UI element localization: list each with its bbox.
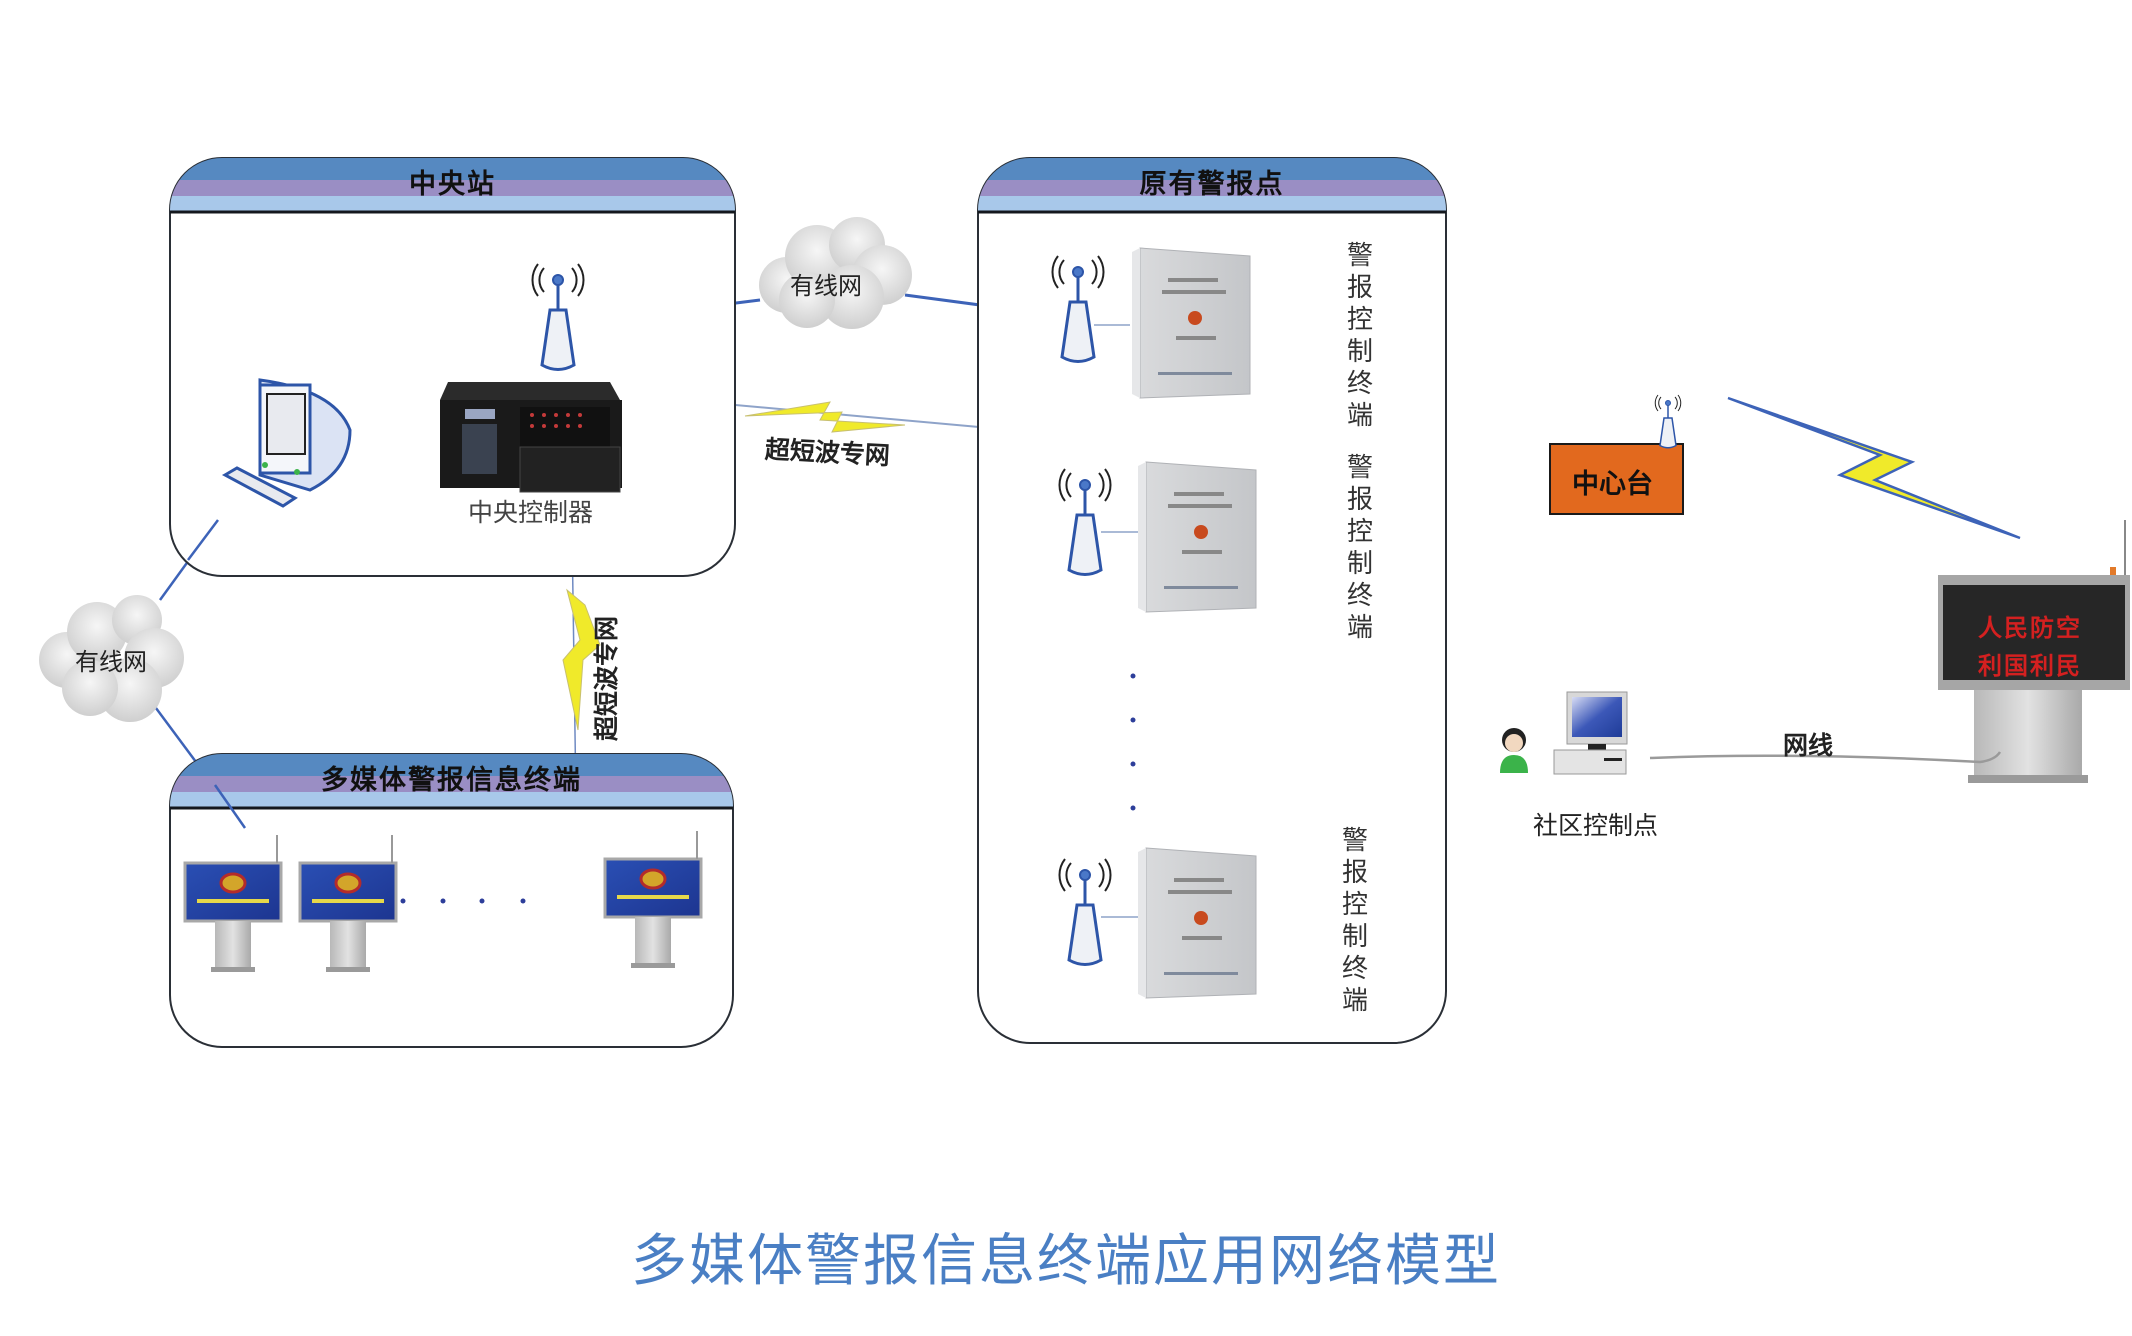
vhf-lightning-bolt-vertical [562,588,601,731]
diagram-caption: 多媒体警报信息终端应用网络模型 [631,1229,1501,1294]
wired-network-label-left: 有线网 [75,648,147,676]
central-controller-label: 中央控制器 [468,498,594,527]
computer-icon [221,378,352,508]
wired-network-label-top: 有线网 [790,272,862,300]
vhf-network-label-horizontal: 超短波专网 [764,434,891,471]
alarm-terminal-label-1: 警报控制终端 [1346,241,1373,431]
led-display-line-1: 人民防空 [1978,613,2082,642]
operator-person-icon [1500,728,1528,773]
wired-link-to-computer [187,519,219,561]
vhf-network-label-vertical: 超短波专网 [592,615,621,741]
wireless-lightning-bolt-right [1727,396,2021,540]
central-controller-device [440,382,622,493]
wired-network-cloud-left [39,595,184,722]
network-cable-label: 网线 [1783,731,1834,760]
network-cable-line [1649,751,2002,764]
community-control-label: 社区控制点 [1533,811,1659,840]
center-antenna-icon [1654,394,1682,449]
alarm-terminal-label-2: 警报控制终端 [1346,453,1373,643]
central-station-title: 中央站 [409,169,496,200]
large-led-display [1938,520,2130,783]
alarm-points-title: 原有警报点 [1139,169,1285,200]
panel-central-station [169,157,736,577]
wired-link-into-terminals [213,784,247,829]
community-control-computer [1553,691,1628,775]
wired-network-cloud-top [759,217,912,329]
alarm-terminal-2 [1057,461,1257,613]
center-station-label: 中心台 [1572,469,1653,500]
center-station-box [1549,443,1684,515]
panel-multimedia-terminals [169,753,734,1048]
multimedia-terminals-title: 多媒体警报信息终端 [321,765,582,796]
vhf-lightning-bolt-horizontal [744,401,906,433]
ellipsis-horizontal [400,898,526,904]
led-display-line-2: 利国利民 [1978,651,2082,680]
alarm-terminal-3 [1057,847,1257,999]
alarm-terminal-1 [1050,247,1251,399]
alarm-terminal-label-3: 警报控制终端 [1341,826,1368,1016]
ellipsis-vertical [1130,673,1136,811]
